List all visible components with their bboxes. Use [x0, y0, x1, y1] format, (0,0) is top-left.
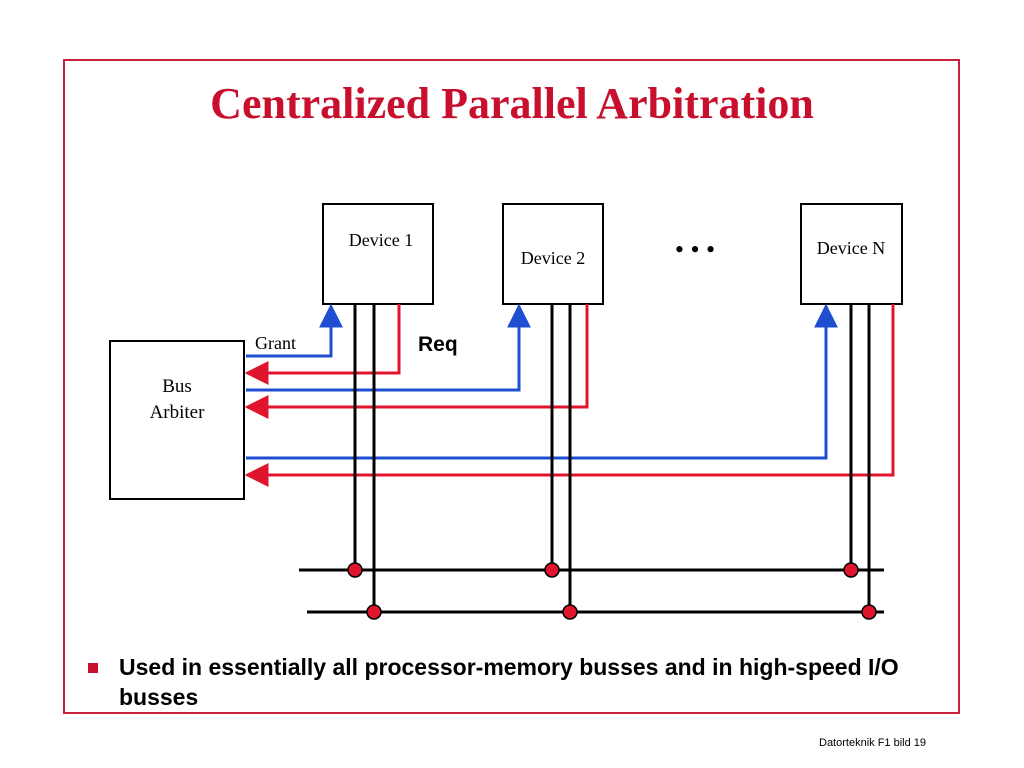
grant-line-device-2: [246, 303, 531, 392]
req-label: Req: [418, 333, 458, 356]
grant-label: Grant: [255, 333, 296, 353]
device-2-box: [502, 203, 604, 305]
bullet-point: Used in essentially all processor-memory…: [88, 652, 908, 712]
grant-line-device-n: [246, 303, 838, 460]
req-line-device-2: [244, 304, 589, 419]
slide-footer: Datorteknik F1 bild 19: [819, 737, 926, 749]
req-line-device-1: [244, 304, 401, 385]
bus-arbiter-label-line2: Arbiter: [150, 402, 206, 423]
slide-title: Centralized Parallel Arbitration: [210, 79, 814, 128]
bus-junction-dot: [544, 562, 560, 578]
device-ellipsis: • • •: [675, 235, 715, 264]
bus-junction-dot: [366, 604, 382, 620]
bus-arbiter-box: [109, 340, 245, 500]
grant-line-device-1: [246, 303, 343, 358]
bus-arbiter-label-line1: Bus: [162, 376, 192, 397]
bus-junction-dot: [843, 562, 859, 578]
bullet-square-icon: [88, 663, 98, 673]
slide-frame: [63, 59, 960, 714]
device-1-box: [322, 203, 434, 305]
device-n-label: Device N: [817, 238, 885, 258]
bus-junction-dot: [347, 562, 363, 578]
req-line-device-n: [244, 304, 895, 487]
device-2-label: Device 2: [521, 248, 585, 268]
device-1-label: Device 1: [349, 230, 413, 250]
device-n-box: [800, 203, 903, 305]
bullet-text: Used in essentially all processor-memory…: [119, 654, 899, 710]
bus-junction-dot: [562, 604, 578, 620]
bus-junction-dot: [861, 604, 877, 620]
